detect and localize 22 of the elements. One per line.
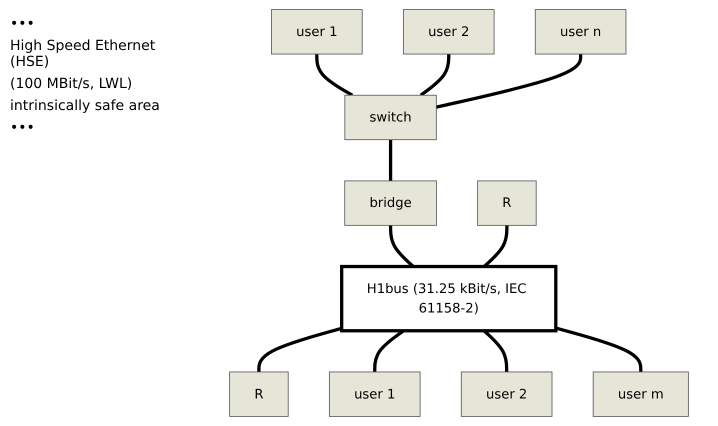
note-label: (100 MBit/s, LWL)	[10, 76, 134, 92]
connector	[388, 140, 392, 181]
note-label: •••	[10, 16, 36, 32]
note-label: •••	[10, 120, 36, 136]
node-box: user n	[534, 9, 626, 54]
node-box: user m	[592, 372, 689, 417]
connector	[420, 54, 450, 97]
node-box: bridge	[344, 180, 437, 226]
connector	[315, 54, 354, 97]
node-box: H1bus (31.25 kBit/s, IEC 61158-2)	[340, 264, 558, 332]
node-box: user 1	[328, 372, 421, 417]
connector	[257, 326, 342, 372]
note-label: High Speed Ethernet (HSE)	[10, 38, 156, 70]
node-box: R	[229, 372, 289, 417]
node-box: user 1	[271, 9, 363, 54]
node-box: user 2	[402, 9, 495, 54]
node-box: R	[477, 180, 537, 226]
connector	[436, 54, 582, 109]
node-box: user 2	[460, 372, 552, 417]
note-label: intrinsically safe area	[10, 98, 161, 114]
connector	[555, 326, 642, 372]
node-box: switch	[344, 94, 437, 140]
